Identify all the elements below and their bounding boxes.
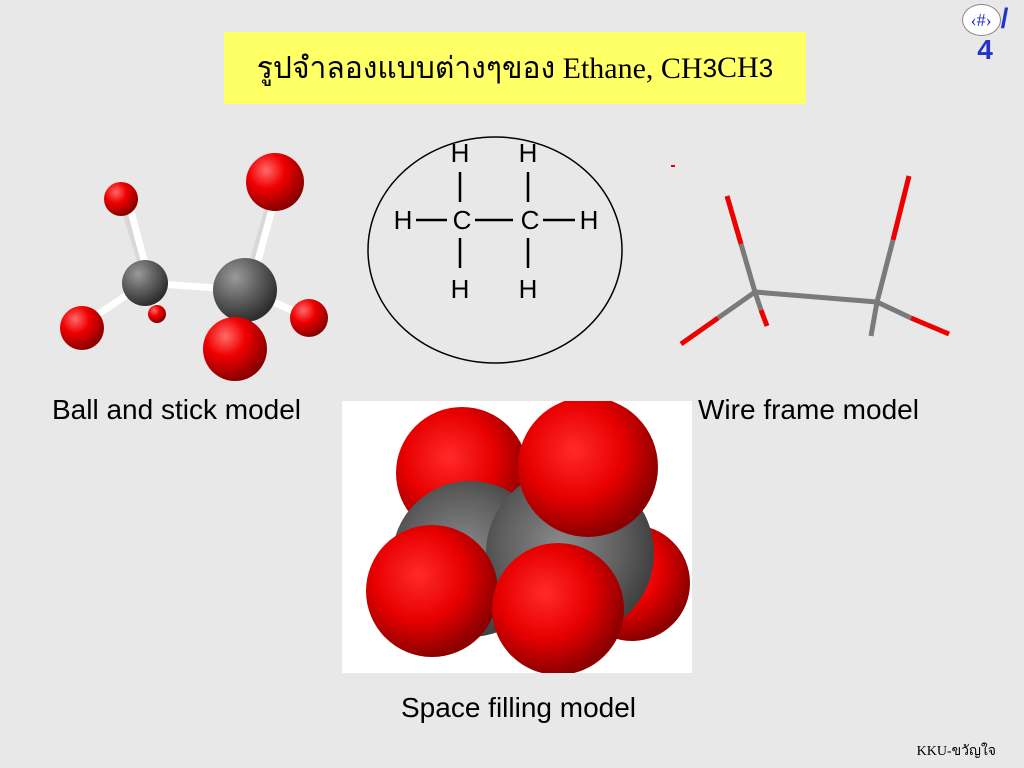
hydrogen-sphere [366, 525, 498, 657]
caption-ball-and-stick: Ball and stick model [52, 394, 302, 425]
hydrogen-sphere [492, 543, 624, 673]
caption-space-filling: Space filling model [401, 692, 637, 723]
atom-h-bottom-left: H [451, 274, 470, 304]
atom-h-left: H [394, 205, 413, 235]
slide-number-total: 4 [977, 34, 993, 65]
atom-c-left: C [453, 205, 472, 235]
formula-ellipse [367, 136, 623, 364]
hydrogen-atom [104, 182, 138, 216]
formula-bonds [416, 172, 575, 268]
atom-c-right: C [521, 205, 540, 235]
hydrogen-atom [60, 306, 104, 350]
carbon-atom [213, 258, 277, 322]
hydrogen-atom [246, 153, 304, 211]
structural-formula: H H H C C H H H [367, 136, 623, 364]
slide-number-slash: / [1000, 2, 1009, 34]
title-subscript-1: 3 [702, 52, 718, 83]
atom-h-right: H [580, 205, 599, 235]
title-subscript-2: 3 [758, 52, 774, 83]
atom-h-top-right: H [519, 138, 538, 168]
slide-number: ‹#›/ 4 [955, 4, 1015, 64]
wire-bonds [679, 175, 950, 347]
caption-wire-frame: Wire frame model [698, 394, 919, 425]
title-text: รูปจำลองแบบต่างๆของ Ethane, CH [256, 51, 703, 85]
wire-frame-model [671, 165, 950, 347]
hydrogen-sphere [518, 401, 658, 537]
atom-h-top-left: H [451, 138, 470, 168]
slide-number-placeholder: ‹#› [961, 4, 1001, 36]
space-filling-model [342, 401, 692, 673]
title-text-mid: CH [717, 51, 759, 84]
hydrogen-atom [148, 305, 166, 323]
ball-and-stick-model [60, 153, 328, 381]
hydrogen-atom [203, 317, 267, 381]
hydrogen-atom [290, 299, 328, 337]
carbon-atom [122, 260, 168, 306]
atom-h-bottom-right: H [519, 274, 538, 304]
footer-credit: KKU-ขวัญใจ [916, 744, 996, 759]
